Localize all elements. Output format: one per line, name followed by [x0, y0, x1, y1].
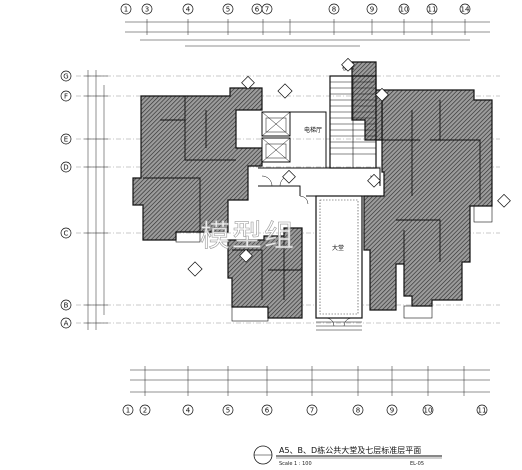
bottom-dimension-lines: [130, 369, 490, 393]
title-block: [253, 445, 442, 465]
svg-text:3: 3: [145, 6, 149, 14]
svg-text:11: 11: [428, 6, 437, 14]
svg-text:D: D: [63, 164, 68, 172]
top-dimension-lines: [125, 21, 490, 47]
svg-text:2: 2: [143, 407, 147, 415]
svg-text:4: 4: [186, 407, 191, 415]
bottom-axis-bubbles: [122, 404, 488, 416]
drawing-scale: Scale 1 : 100: [279, 461, 312, 467]
svg-text:G: G: [63, 73, 68, 81]
svg-text:11: 11: [478, 407, 487, 415]
svg-text:6: 6: [265, 407, 270, 415]
hatched-units: [132, 61, 493, 319]
top-axis-labels: 1 3 4 5 6 7 8 9 10 11 14: [124, 6, 470, 14]
central-lobby: [306, 195, 372, 319]
unit-west: [132, 87, 263, 241]
entrance-steps: [316, 321, 362, 331]
detail-markers: [187, 57, 511, 277]
svg-text:10: 10: [400, 6, 409, 14]
left-dimension-lines: [87, 70, 105, 330]
svg-text:C: C: [64, 230, 69, 238]
partition-walls: [143, 96, 481, 300]
svg-text:14: 14: [461, 6, 470, 14]
svg-text:10: 10: [424, 407, 433, 415]
svg-text:7: 7: [265, 6, 269, 14]
svg-text:B: B: [64, 302, 69, 310]
unit-north-east: [351, 61, 383, 141]
left-axis-bubbles: [60, 70, 72, 329]
drawing-number: EL-05: [410, 461, 424, 467]
top-axis-bubbles: [120, 3, 471, 15]
svg-text:1: 1: [126, 407, 130, 415]
svg-text:A: A: [64, 320, 69, 328]
top-dimension-ticks: [146, 19, 466, 35]
svg-text:8: 8: [332, 6, 336, 14]
room-label-elevator-lobby: 电梯厅: [304, 126, 322, 134]
watermark-text: 模型组: [200, 219, 296, 254]
left-axis-labels: G F E D C B A: [63, 73, 68, 328]
unit-east: [363, 89, 493, 311]
bottom-axis-labels: 1 2 4 5 6 7 8 9 10 11: [126, 407, 487, 415]
svg-text:7: 7: [310, 407, 314, 415]
svg-text:8: 8: [356, 407, 360, 415]
svg-text:5: 5: [226, 407, 230, 415]
svg-text:F: F: [64, 93, 68, 101]
svg-text:1: 1: [124, 6, 128, 14]
drawing-title: A5、B、D栋公共大堂及七层标准层平面: [279, 445, 421, 455]
svg-text:6: 6: [255, 6, 260, 14]
bottom-dimension-ticks: [144, 366, 465, 396]
svg-text:9: 9: [370, 6, 374, 14]
svg-text:5: 5: [226, 6, 230, 14]
svg-text:9: 9: [390, 407, 394, 415]
elevator-core: [261, 111, 291, 163]
room-label-lobby: 大堂: [332, 244, 344, 252]
balcony-outlines: [175, 205, 493, 322]
svg-text:E: E: [64, 136, 68, 144]
svg-text:4: 4: [186, 6, 191, 14]
